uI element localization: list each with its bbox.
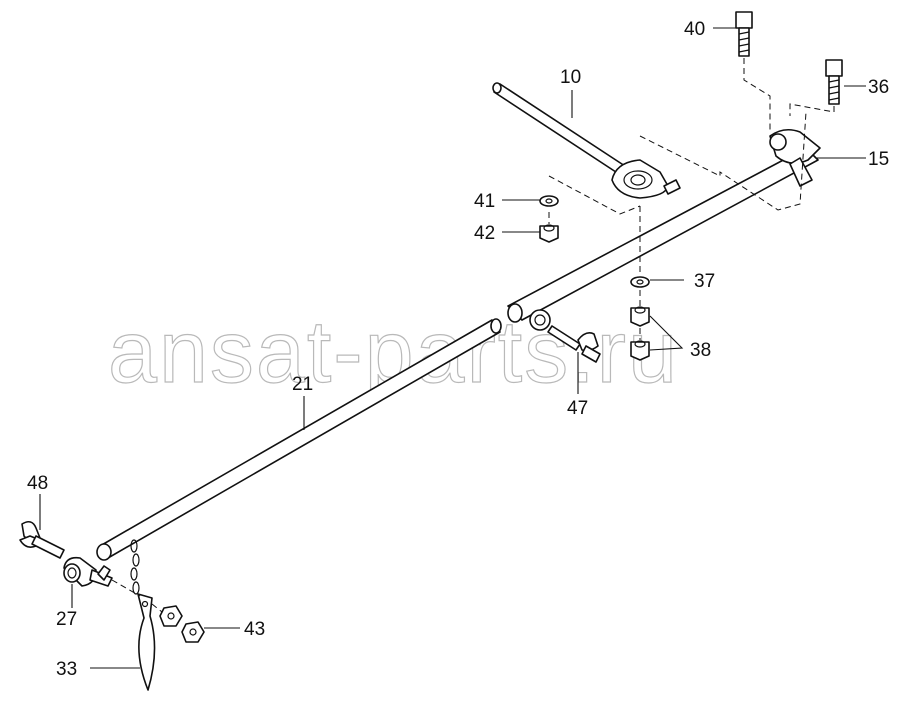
part-15-tube (507, 128, 821, 323)
part-36-bolt (825, 59, 843, 105)
callout-47: 47 (567, 398, 588, 419)
part-21-tube (96, 318, 502, 561)
callout-21: 21 (292, 374, 313, 395)
assembly-lines (111, 58, 835, 613)
callout-33: 33 (56, 659, 77, 680)
part-41-washer (539, 195, 559, 207)
callout-27: 27 (56, 609, 77, 630)
callout-15: 15 (868, 149, 889, 170)
callout-37: 37 (694, 271, 715, 292)
part-40-bolt (735, 11, 753, 57)
callout-36: 36 (868, 77, 889, 98)
callout-42: 42 (474, 223, 495, 244)
part-33-blade (137, 593, 156, 691)
part-38-nuts (630, 306, 650, 361)
callout-40: 40 (684, 19, 705, 40)
callout-38: 38 (690, 340, 711, 361)
callout-10: 10 (560, 67, 581, 88)
callouts: 40 36 10 15 41 42 37 38 47 21 48 27 43 3… (27, 19, 889, 680)
part-43-nuts (159, 605, 205, 643)
leader-lines (39, 27, 866, 669)
part-37-washer (630, 276, 650, 288)
part-42-nut (539, 224, 559, 243)
part-27-end-fitting (63, 556, 113, 587)
callout-48: 48 (27, 473, 48, 494)
part-47-wing-clamp (529, 309, 601, 363)
callout-43: 43 (244, 619, 265, 640)
part-10-arm (492, 82, 681, 199)
chain (130, 539, 140, 595)
part-48-wing-bolt (19, 520, 65, 559)
callout-41: 41 (474, 191, 495, 212)
